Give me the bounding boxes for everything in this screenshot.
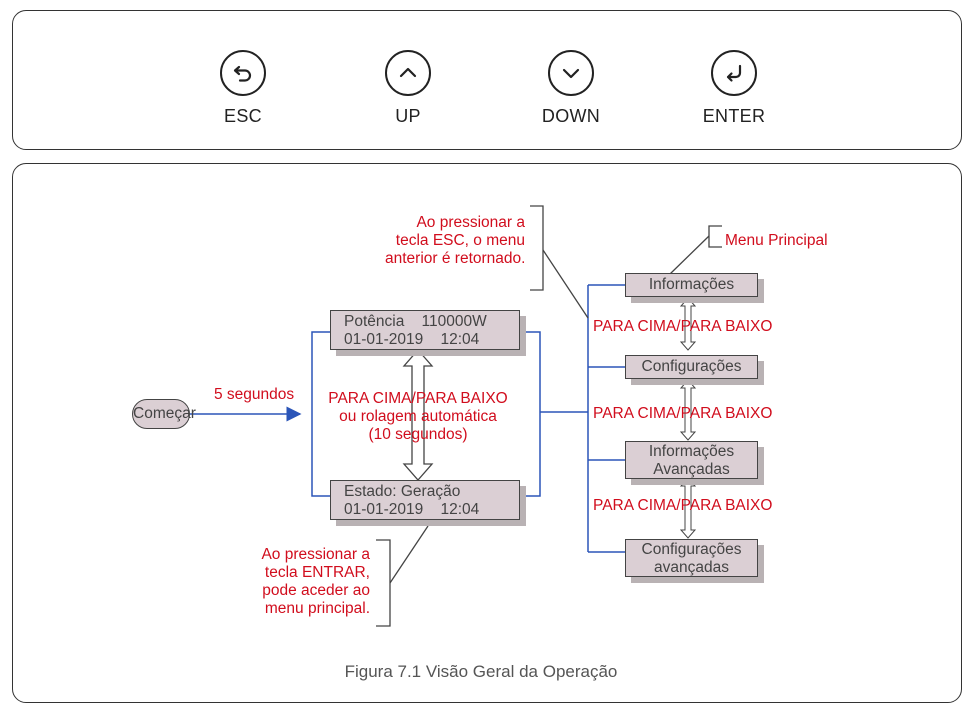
main-menu-label: Menu Principal: [725, 232, 828, 249]
display-left-bracket: [311, 331, 330, 497]
enter-arrow-icon: [711, 50, 757, 96]
up-button[interactable]: UP: [368, 50, 448, 127]
menu-item-settings-label: Configurações: [641, 358, 742, 375]
menu-item-advanced-info-line1: Informações: [648, 443, 735, 460]
chevron-up-icon: [385, 50, 431, 96]
button-panel: [12, 10, 962, 150]
menu-item-advanced-settings[interactable]: Configurações avançadas: [625, 539, 758, 577]
enter-note: Ao pressionar a tecla ENTRAR, pode acede…: [244, 546, 370, 618]
enter-label: ENTER: [702, 106, 766, 126]
esc-note-bracket: [530, 205, 544, 291]
menu-item-information[interactable]: Informações: [625, 273, 758, 297]
menu-item-advanced-info-line2: Avançadas: [653, 461, 730, 478]
start-node: Começar: [132, 399, 196, 429]
display-status-line2: 01-01-2019 12:04: [344, 501, 480, 518]
enter-note-bracket: [376, 539, 391, 627]
enter-note-line4: menu principal.: [264, 600, 370, 617]
main-menu-pointer: [669, 235, 710, 275]
menu-double-arrow-3: [679, 477, 697, 539]
figure-caption: Figura 7.1 Visão Geral da Operação: [344, 662, 618, 681]
enter-note-line2: tecla ENTRAR,: [264, 564, 370, 581]
esc-note-pointer: [542, 249, 589, 319]
esc-note-line2: tecla ESC, o menu: [395, 232, 525, 249]
scroll-note: PARA CIMA/PARA BAIXO ou rolagem automáti…: [318, 390, 518, 444]
esc-note-line3: anterior é retornado.: [385, 250, 526, 267]
display-power-line2: 01-01-2019 12:04: [344, 331, 480, 348]
menu-double-arrow-2: [679, 379, 697, 441]
scroll-note-line1: PARA CIMA/PARA BAIXO: [328, 390, 508, 407]
scroll-note-line3: (10 segundos): [368, 426, 468, 443]
down-label: DOWN: [541, 106, 601, 126]
menu-item-advanced-settings-line1: Configurações: [641, 541, 742, 558]
diagram-panel: [12, 163, 962, 703]
enter-button[interactable]: ENTER: [694, 50, 774, 127]
menu-nav-label-1: PARA CIMA/PARA BAIXO: [593, 318, 773, 335]
display-right-bracket: [520, 331, 541, 497]
menu-item-information-label: Informações: [648, 276, 735, 293]
display-power-line1: Potência 110000W: [344, 313, 487, 330]
chevron-down-icon: [548, 50, 594, 96]
esc-note: Ao pressionar a tecla ESC, o menu anteri…: [385, 214, 525, 268]
enter-note-line1: Ao pressionar a: [261, 546, 370, 563]
up-label: UP: [395, 106, 421, 126]
esc-note-line1: Ao pressionar a: [416, 214, 525, 231]
esc-button[interactable]: ESC: [203, 50, 283, 127]
menu-item-settings[interactable]: Configurações: [625, 355, 758, 379]
display-status-box: Estado: Geração 01-01-2019 12:04: [330, 480, 520, 520]
menu-item-advanced-settings-line2: avançadas: [654, 559, 729, 576]
esc-label: ESC: [224, 106, 262, 126]
enter-note-pointer: [389, 525, 429, 584]
menu-item-advanced-info[interactable]: Informações Avançadas: [625, 441, 758, 479]
main-menu-bracket: [708, 225, 722, 248]
back-arrow-icon: [220, 50, 266, 96]
down-button[interactable]: DOWN: [531, 50, 611, 127]
start-timer-label: 5 segundos: [214, 386, 295, 403]
menu-nav-label-3: PARA CIMA/PARA BAIXO: [593, 497, 773, 514]
menu-double-arrow-1: [679, 297, 697, 351]
scroll-note-line2: ou rolagem automática: [339, 408, 497, 425]
start-label: Começar: [133, 405, 196, 422]
menu-nav-label-2: PARA CIMA/PARA BAIXO: [593, 405, 773, 422]
display-power-box: Potência 110000W 01-01-2019 12:04: [330, 310, 520, 350]
enter-note-line3: pode aceder ao: [262, 582, 370, 599]
display-status-line1: Estado: Geração: [344, 483, 461, 500]
